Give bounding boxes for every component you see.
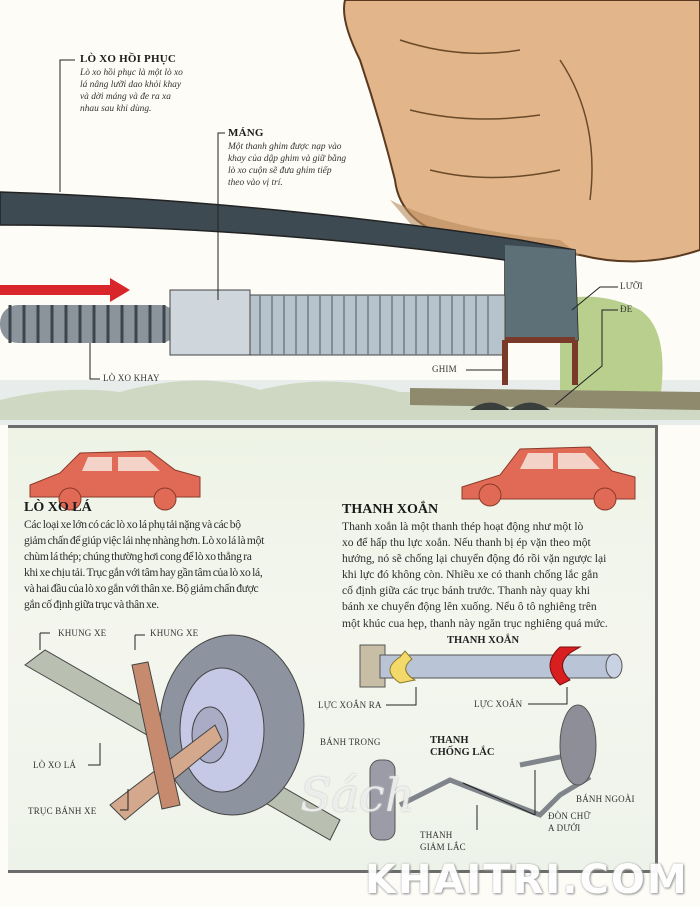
text-line: THANH — [420, 830, 453, 840]
label-outer-wheel: BÁNH NGOÀI — [576, 794, 635, 804]
stapler-illustration — [0, 0, 700, 425]
leaf-spring-title: LÒ XO LÁ — [24, 500, 92, 515]
text-line: và hai đầu của lò xo gắn với thân xe. Bộ… — [24, 582, 259, 596]
torsion-bar-text: Thanh xoắn là một thanh thép hoạt động n… — [342, 519, 608, 632]
car-right-icon — [461, 446, 636, 511]
text-line: khi lực đó không còn. Nhiều xe có thanh … — [342, 568, 599, 582]
torsion-bar-title: THANH XOẮN — [342, 502, 439, 517]
text-line: Các loại xe lớn có các lò xo lá phụ tải … — [24, 518, 241, 531]
leader-line — [89, 343, 100, 380]
leader-line — [554, 309, 618, 406]
label-twist-out: LỰC XOẮN RA — [318, 700, 382, 710]
watermark: KHAITRI.COM — [365, 857, 689, 903]
leader-line — [571, 286, 618, 311]
text-line: gắn cố định giữa trục và thân xe. — [24, 598, 159, 612]
text-line: giảm chấn để giúp việc lái nhẹ nhàng hơn… — [24, 534, 265, 548]
text-line: theo vào vị trí. — [228, 178, 283, 188]
twist-arrow-icon — [549, 646, 582, 686]
leader-line — [59, 59, 75, 192]
label-leaf-spring: LÒ XO LÁ — [33, 760, 77, 770]
anti-roll-diagram — [369, 704, 597, 841]
text-line: ĐÒN CHỮ — [548, 811, 591, 821]
car-left-icon — [29, 450, 201, 511]
spring-coil — [0, 305, 178, 343]
landscape — [0, 380, 700, 420]
text-line: Một thanh ghim được nạp vào — [228, 142, 342, 152]
text-line: A DƯỚI — [548, 823, 581, 833]
label-axle: TRỤC BÁNH XE — [28, 806, 97, 816]
suspension-panel — [8, 425, 658, 873]
staple-shape — [502, 337, 578, 385]
text-line: Thanh xoắn là một thanh thép hoạt động n… — [342, 520, 584, 533]
torsion-bar-diagram — [359, 644, 623, 706]
magazine — [169, 289, 506, 356]
label-damper: THANH GIẢM LẮC — [420, 829, 466, 853]
text-line: khi xe chịu tải. Trục gắn với tâm hay gầ… — [24, 566, 263, 580]
leader-line — [217, 132, 225, 300]
leaf-spring-diagram — [24, 632, 341, 841]
text-line: CHỐNG LẮC — [430, 747, 495, 758]
leaf-spring-text: Các loại xe lớn có các lò xo lá phụ tải … — [24, 517, 334, 614]
text-line: bánh xe chuyển động lên xuống. Nếu ô tô … — [342, 600, 597, 614]
magazine-title: MÁNG — [228, 127, 264, 139]
text-line: THANH — [430, 735, 469, 746]
text-line: GIẢM LẮC — [420, 842, 466, 852]
text-line: lò xo cuộn sẽ đưa ghim tiếp — [228, 166, 332, 176]
panel-illustrations — [24, 446, 636, 841]
text-line: chùm lá thép; chúng thường hơi cong để l… — [24, 550, 252, 564]
twist-out-arrow-icon — [389, 650, 417, 684]
text-line: xo để hấp thu lực xoắn. Nếu thanh bị ép … — [342, 536, 591, 550]
text-line: nhau sau khi dùng. — [80, 104, 152, 114]
label-staple: GHIM — [432, 364, 457, 374]
hand-icon — [343, 0, 700, 263]
recoil-spring-title: LÒ XO HỒI PHỤC — [80, 53, 176, 65]
label-anvil: ĐE — [620, 304, 633, 314]
watermark-script: Sách — [300, 768, 415, 822]
label-blade: LƯỠI — [620, 281, 643, 291]
label-tray-spring: LÒ XO KHAY — [103, 373, 160, 383]
text-line: cố định giữa các trục bánh trước. Thanh … — [342, 584, 591, 598]
text-line: khay của dập ghim và giữ bằng — [228, 154, 347, 164]
label-wishbone: ĐÒN CHỮ A DƯỚI — [548, 810, 591, 834]
arrow-icon — [0, 278, 130, 302]
recoil-spring-text: Lò xo hồi phục là một lò xo lá nâng lưỡi… — [80, 67, 183, 115]
label-twist: LỰC XOẮN — [474, 699, 523, 709]
text-line: một khúc cua hẹp, thanh này ngăn trục ng… — [342, 616, 608, 630]
anvil-shape — [470, 402, 550, 410]
label-inner-wheel: BÁNH TRONG — [320, 737, 381, 747]
text-line: Lò xo hồi phục là một lò xo — [80, 68, 183, 78]
magazine-text: Một thanh ghim được nạp vào khay của dập… — [228, 141, 346, 189]
text-line: hướng, nó sẽ chống lại chuyển động đó rồ… — [342, 552, 607, 566]
text-line: và dời máng và đe ra xa — [80, 92, 171, 102]
label-frame-1: KHUNG XE — [58, 628, 107, 638]
torsion-diagram-title: THANH XOẮN — [447, 635, 520, 646]
text-line: lá nâng lưỡi dao khỏi khay — [80, 80, 181, 90]
bush — [560, 296, 663, 400]
label-frame-2: KHUNG XE — [150, 628, 199, 638]
